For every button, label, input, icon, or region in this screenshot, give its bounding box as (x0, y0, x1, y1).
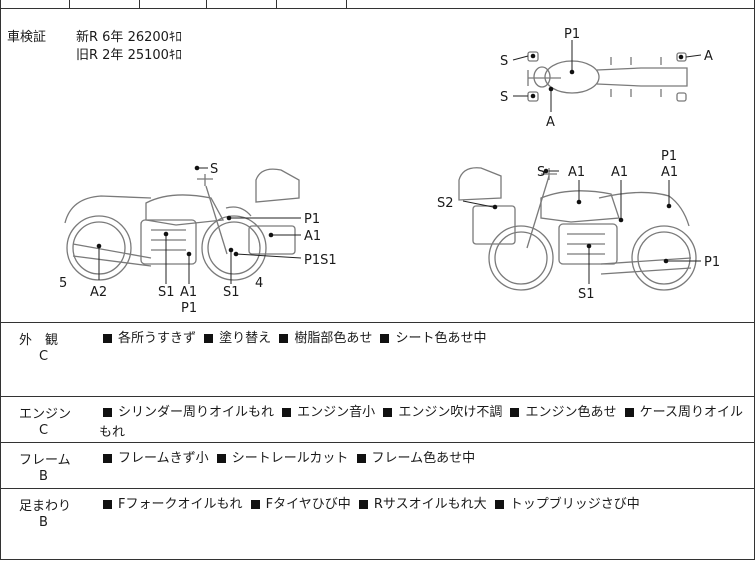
callout-label: A (704, 49, 713, 64)
shaken-label: 車検証 (7, 30, 47, 45)
callout-label: A (546, 115, 555, 130)
callout-label: P1 (181, 301, 197, 316)
callout-label: P1 (564, 27, 580, 42)
section-grade: C (39, 349, 49, 364)
issue-item: トップブリッジさび中 (491, 497, 640, 512)
issue-item: エンジン吹け不調 (379, 405, 502, 420)
issue-item: エンジン音小 (278, 405, 375, 420)
motorcycle-diagram: P1 S S A A S P1 A1 P1S1 5 A2 S1 A1 P1 S1… (59, 27, 720, 316)
strip-divider (346, 0, 347, 8)
strip-divider (206, 0, 207, 8)
callout-label: S2 (437, 196, 454, 211)
section-grade: B (39, 515, 48, 530)
section-frame: フレーム B フレームきず小 シートレールカット フレーム色あせ中 (1, 442, 754, 489)
issue-item: フレーム色あせ中 (353, 451, 475, 466)
square-bullet-icon (279, 333, 289, 343)
square-bullet-icon (624, 407, 634, 417)
issue-item: Rサスオイルもれ大 (355, 497, 487, 512)
callout-label: 5 (59, 276, 67, 291)
square-bullet-icon (250, 499, 260, 509)
callout-label: 4 (255, 276, 263, 291)
issue-item: シートレールカット (213, 451, 348, 466)
issue-list: シリンダー周りオイルもれ エンジン音小 エンジン吹け不調 エンジン色あせ ケース… (99, 403, 749, 443)
shaken-old-reading: 旧R 2年 25100ｷﾛ (76, 48, 182, 63)
section-name: フレーム (19, 453, 71, 468)
callout-label: A1 (661, 165, 678, 180)
strip-divider (69, 0, 70, 8)
square-bullet-icon (356, 453, 366, 463)
square-bullet-icon (383, 407, 393, 417)
square-bullet-icon (103, 453, 112, 463)
square-bullet-icon (216, 453, 226, 463)
issue-item: シリンダー周りオイルもれ (99, 405, 274, 420)
issue-item: シート色あせ中 (376, 331, 486, 346)
issue-list: Fフォークオイルもれ Fタイヤひび中 Rサスオイルもれ大 トップブリッジさび中 (99, 495, 749, 515)
shaken-new-reading: 新R 6年 26200ｷﾛ (76, 30, 182, 45)
callout-label: S1 (158, 285, 175, 300)
table-top-strip (1, 0, 754, 9)
issue-item: ケース周りオイルもれ (99, 405, 743, 440)
callout-label: P1 (304, 212, 320, 227)
issue-item: 各所うすきず (99, 331, 196, 346)
square-bullet-icon (494, 499, 504, 509)
callout-label: S1 (578, 287, 595, 302)
section-engine: エンジン C シリンダー周りオイルもれ エンジン音小 エンジン吹け不調 エンジン… (1, 396, 754, 443)
callout-label: P1S1 (304, 253, 337, 268)
issue-item: 樹脂部色あせ (275, 331, 372, 346)
square-bullet-icon (103, 499, 112, 509)
issue-list: フレームきず小 シートレールカット フレーム色あせ中 (99, 449, 749, 469)
damage-diagram: P1 S S A A S P1 A1 P1S1 5 A2 S1 A1 P1 S1… (1, 8, 754, 322)
right-side-motorcycle-icon (458, 167, 697, 291)
callout-label: P1 (661, 149, 677, 164)
callout-label: A1 (611, 165, 628, 180)
callout-label: A1 (304, 229, 321, 244)
issue-item: Fフォークオイルもれ (99, 497, 242, 512)
section-name: 足まわり (19, 499, 72, 514)
square-bullet-icon (204, 333, 214, 343)
left-side-motorcycle-icon (64, 168, 300, 281)
square-bullet-icon (380, 333, 390, 343)
issue-item: Fタイヤひび中 (247, 497, 351, 512)
section-exterior: 外 観 C 各所うすきず 塗り替え 樹脂部色あせ シート色あせ中 (1, 322, 754, 397)
section-grade: C (39, 423, 49, 438)
callout-label: P1 (704, 255, 720, 270)
issue-item: エンジン色あせ (506, 405, 616, 420)
square-bullet-icon (510, 407, 520, 417)
top-view-motorcycle-icon (527, 51, 688, 102)
section-name: エンジン (19, 407, 72, 422)
issue-item: フレームきず小 (99, 451, 209, 466)
callout-label: A1 (568, 165, 585, 180)
square-bullet-icon (103, 333, 112, 343)
square-bullet-icon (282, 407, 292, 417)
section-suspension: 足まわり B Fフォークオイルもれ Fタイヤひび中 Rサスオイルもれ大 トップブ… (1, 488, 754, 560)
square-bullet-icon (103, 407, 112, 417)
strip-divider (139, 0, 140, 8)
square-bullet-icon (358, 499, 368, 509)
section-grade: B (39, 469, 48, 484)
callout-label: S (500, 54, 508, 69)
issue-list: 各所うすきず 塗り替え 樹脂部色あせ シート色あせ中 (99, 329, 749, 349)
issue-item: 塗り替え (200, 331, 271, 346)
callout-label: S (537, 165, 545, 180)
callout-label: S (210, 162, 218, 177)
callout-label: A1 (180, 285, 197, 300)
strip-divider (276, 0, 277, 8)
callout-label: S1 (223, 285, 240, 300)
callout-label: S (500, 90, 508, 105)
callout-label: A2 (90, 285, 107, 300)
section-name: 外 観 (19, 333, 59, 348)
